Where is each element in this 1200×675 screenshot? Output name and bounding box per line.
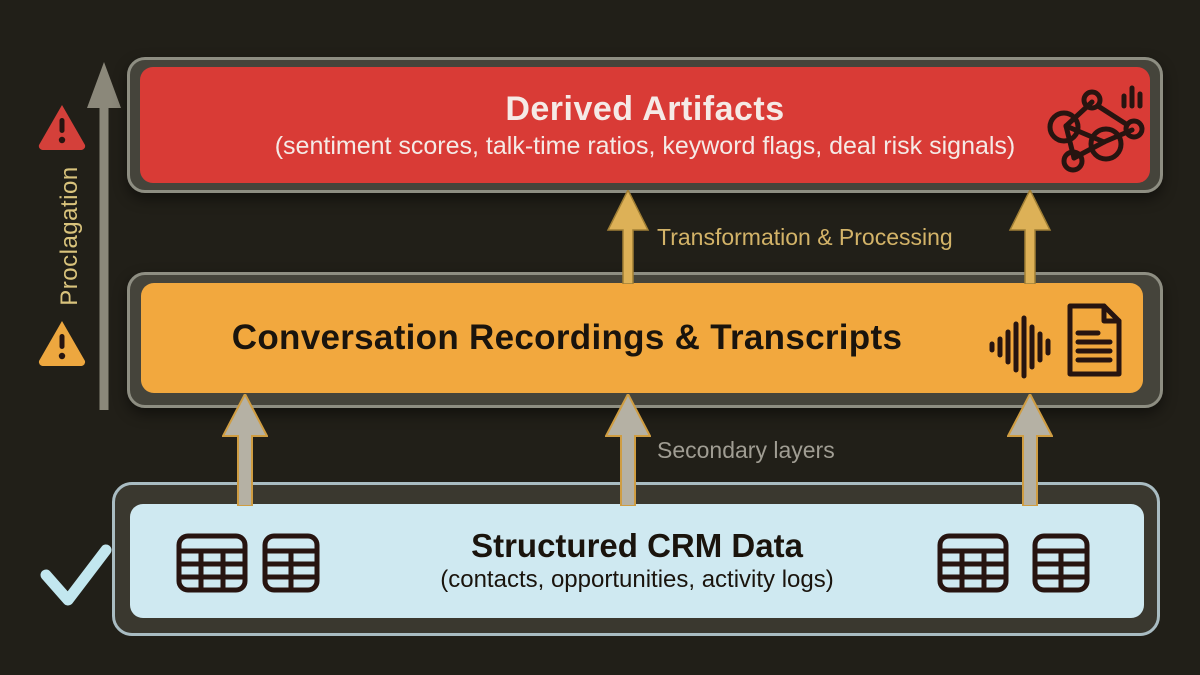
gray-arrow-left	[222, 394, 268, 506]
propagation-axis-label: Proclagation	[56, 166, 83, 306]
crm-title: Structured CRM Data	[471, 527, 803, 564]
derived-artifacts-subtitle: (sentiment scores, talk-time ratios, key…	[274, 131, 1016, 160]
document-icon	[1067, 303, 1122, 377]
gold-arrow-right	[1008, 190, 1052, 284]
transformation-processing-label: Transformation & Processing	[657, 224, 953, 250]
derived-artifacts-title: Derived Artifacts	[505, 89, 785, 128]
propagation-arrow-up	[87, 62, 121, 410]
gray-arrow-right	[1007, 394, 1053, 506]
secondary-layers-label: Secondary layers	[657, 437, 835, 463]
derived-artifacts-card: Derived Artifacts (sentiment scores, tal…	[140, 67, 1150, 183]
gold-arrow-center	[606, 190, 650, 284]
network-graph-icon	[1047, 85, 1145, 173]
checkmark-icon	[40, 544, 112, 606]
conversation-card: Conversation Recordings & Transcripts	[141, 283, 1143, 393]
table-icon	[1032, 533, 1090, 593]
crm-card: Structured CRM Data (contacts, opportuni…	[130, 504, 1144, 618]
red-warning-icon	[38, 105, 86, 150]
table-icon	[176, 533, 248, 593]
conversation-title: Conversation Recordings & Transcripts	[231, 318, 903, 357]
table-icon	[262, 533, 320, 593]
table-icon	[937, 533, 1009, 593]
crm-subtitle: (contacts, opportunities, activity logs)	[440, 566, 834, 593]
gray-arrow-center	[605, 394, 651, 506]
orange-warning-icon	[38, 321, 86, 366]
audio-waveform-icon	[989, 315, 1051, 379]
